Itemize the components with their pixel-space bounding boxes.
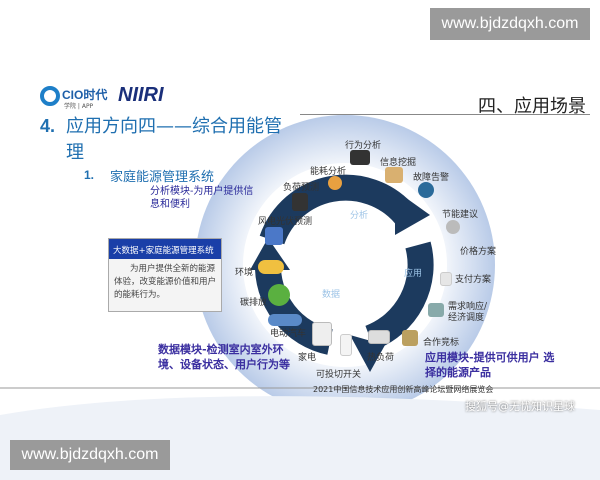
arrowhead-analysis bbox=[395, 190, 430, 235]
info-box-body: 为用户提供全新的能源体验，改变能源价值和用户的能耗行为。 bbox=[114, 264, 217, 300]
carbon-icon bbox=[268, 284, 290, 306]
grid-icon bbox=[428, 303, 444, 317]
solar-panel-icon bbox=[265, 227, 283, 245]
item-pay: 支付方案 bbox=[455, 275, 492, 285]
item-energy: 能耗分析 bbox=[310, 167, 347, 177]
heater-icon bbox=[368, 330, 390, 344]
item-env: 环境 bbox=[235, 268, 254, 278]
item-heat: 热负荷 bbox=[367, 353, 395, 363]
heading-number: 4. bbox=[40, 116, 56, 136]
washer-icon bbox=[312, 322, 332, 346]
item-fault: 故障告警 bbox=[413, 173, 450, 183]
watermark-top: www.bjdzdqxh.com bbox=[430, 8, 590, 40]
item-load: 负荷预测 bbox=[283, 183, 320, 193]
analysis-module-text: 分析模块-为用户提供信 息和便利 bbox=[150, 186, 254, 210]
item-carbon: 碳排放 bbox=[240, 298, 268, 308]
item-saving: 节能建议 bbox=[442, 210, 479, 220]
car-icon bbox=[268, 314, 302, 326]
footer: 2021中国信息技术应用创新高峰论坛暨网络展览会 bbox=[313, 385, 494, 394]
item-bid: 合作竞标 bbox=[423, 338, 460, 348]
switch-icon bbox=[340, 334, 352, 356]
item-price: 价格方案 bbox=[460, 247, 497, 257]
data-module-text: 数据模块-检测室内室外环境、设备状态、用户行为等 bbox=[158, 343, 290, 371]
divider bbox=[300, 114, 590, 115]
subheading: 家庭能源管理系统 bbox=[110, 170, 215, 185]
weather-icon bbox=[258, 260, 284, 274]
app-module-text: 应用模块-提供可供用户 选择的能源产品 bbox=[425, 351, 555, 379]
cycle-label-application: 应用 bbox=[404, 269, 423, 279]
section-title: 四、应用场景 bbox=[478, 96, 586, 117]
pie-chart-icon bbox=[328, 176, 342, 190]
item-appliance: 家电 bbox=[298, 353, 317, 363]
niiri-logo: NIIRI bbox=[118, 84, 164, 106]
page-heading: 应用方向四——综合用能管理 bbox=[66, 116, 282, 163]
people-icon bbox=[350, 150, 370, 165]
receipt-icon bbox=[440, 272, 452, 286]
cycle-label-analysis: 分析 bbox=[350, 211, 369, 221]
sohu-watermark: 搜狐号@无忧知识星球 bbox=[465, 400, 575, 413]
item-mining: 信息挖掘 bbox=[380, 158, 417, 168]
scale-icon bbox=[402, 330, 418, 346]
info-box: 大数据+家庭能源管理系统 为用户提供全新的能源体验，改变能源价值和用户的能耗行为… bbox=[108, 238, 222, 312]
data-mining-icon bbox=[385, 167, 403, 183]
watermark-bottom: www.bjdzdqxh.com bbox=[10, 440, 170, 470]
item-switch: 可投切开关 bbox=[316, 370, 362, 380]
cio-logo: CIO时代 学院 | APP bbox=[40, 82, 110, 112]
info-box-title: 大数据+家庭能源管理系统 bbox=[109, 239, 221, 259]
server-icon bbox=[292, 193, 308, 211]
bulb-icon bbox=[446, 220, 460, 234]
item-ev: 电动汽车 bbox=[270, 329, 307, 339]
doctor-alert-icon bbox=[418, 182, 434, 198]
cycle-label-data: 数据 bbox=[322, 290, 341, 300]
arrowhead-application bbox=[350, 335, 385, 372]
item-demand: 需求响应/ 经济调度 bbox=[448, 302, 488, 323]
subheading-number: 1. bbox=[84, 168, 95, 182]
item-behavior: 行为分析 bbox=[345, 141, 382, 151]
item-wind: 风电光伏预测 bbox=[258, 217, 313, 227]
